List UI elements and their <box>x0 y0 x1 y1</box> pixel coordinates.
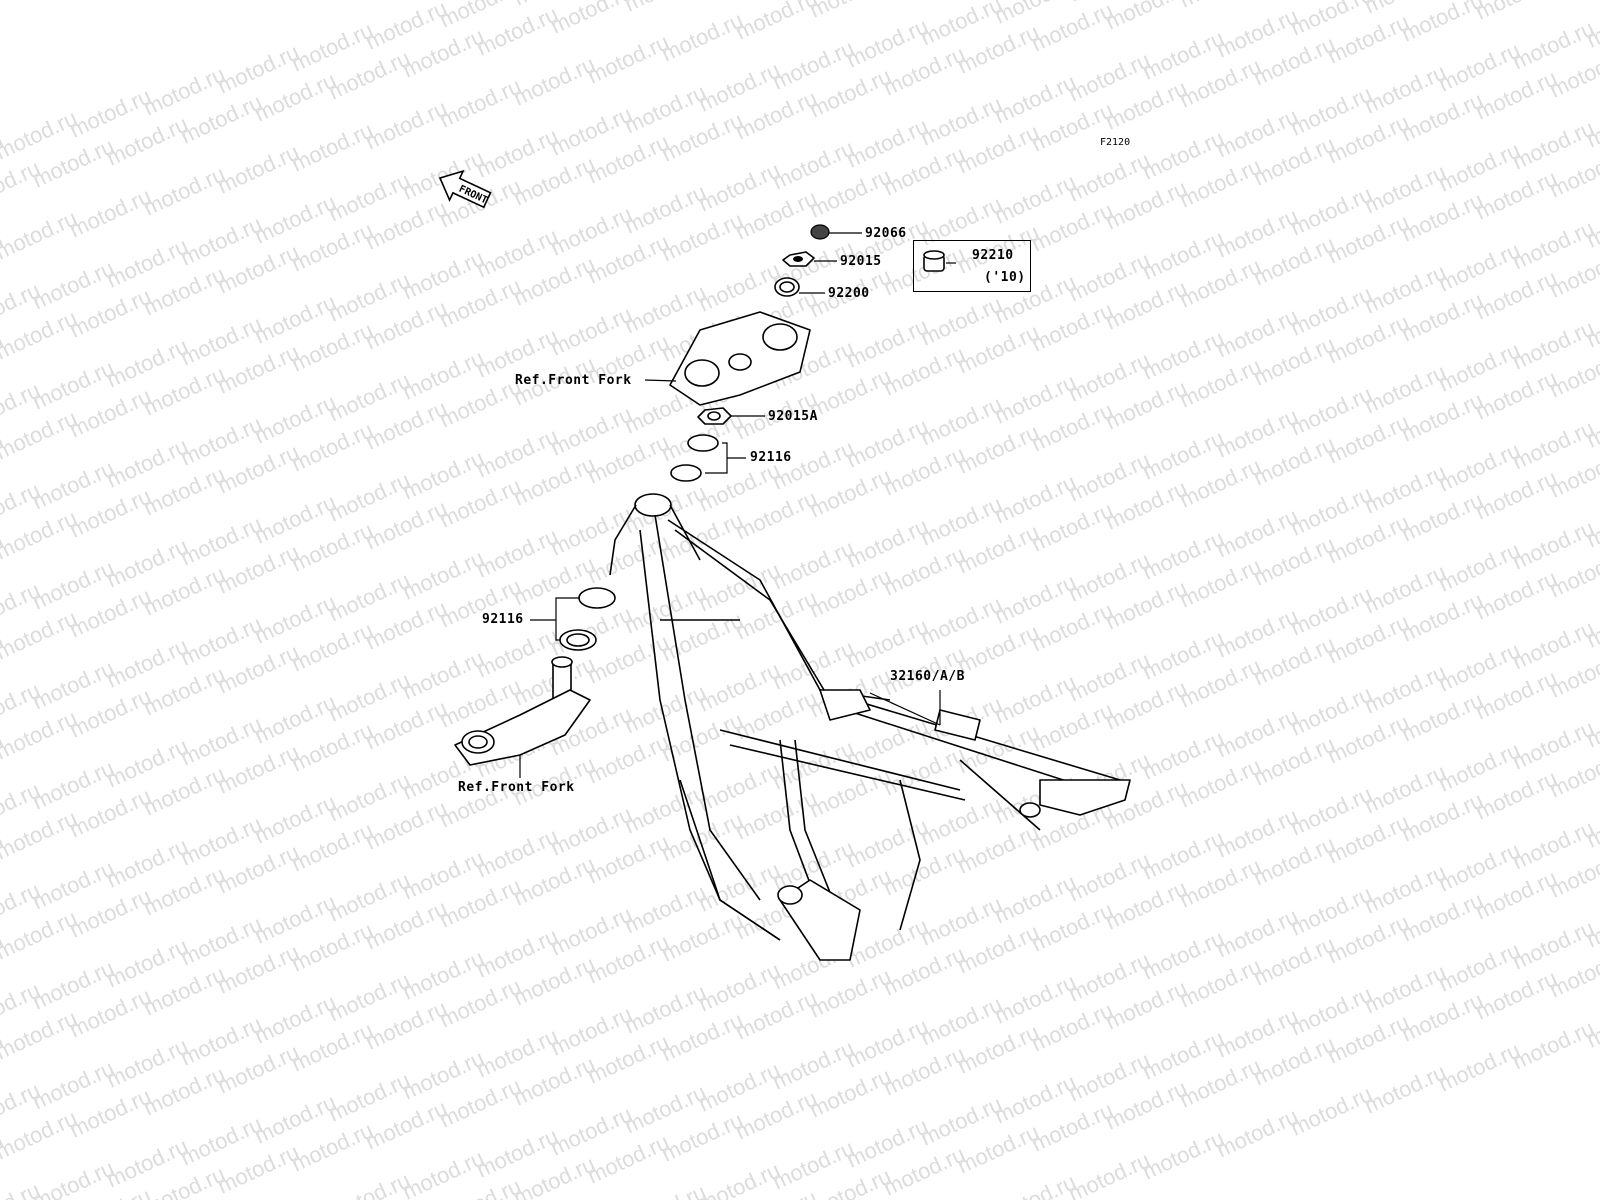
part-92200-washer <box>774 277 825 297</box>
watermark-text: motod.ru <box>510 51 599 110</box>
part-note-92210: ('10) <box>984 270 1026 285</box>
watermark-text: motod.ru <box>547 0 636 39</box>
part-92015a-nut <box>697 407 765 425</box>
watermark-text: motod.ru <box>1213 1103 1302 1162</box>
watermark-text: motod.ru <box>140 161 229 220</box>
watermark-text: motod.ru <box>1546 0 1600 3</box>
watermark-text: motod.ru <box>1176 0 1265 13</box>
frame-32160 <box>609 493 1131 961</box>
watermark-text: motod.ru <box>1361 1059 1450 1118</box>
watermark-text: motod.ru <box>214 139 303 198</box>
watermark-text: motod.ru <box>1472 0 1561 25</box>
watermark-text: motod.ru <box>658 7 747 66</box>
watermark-text: motod.ru <box>1139 1125 1228 1184</box>
watermark-text: motod.ru <box>362 95 451 154</box>
part-label-92116-lower: 92116 <box>482 612 524 627</box>
watermark-text: motod.ru <box>29 1155 118 1200</box>
watermark-text: motod.ru <box>1435 1037 1524 1096</box>
watermark-text: motod.ru <box>806 0 895 23</box>
part-label-92015a: 92015A <box>768 409 818 424</box>
part-92116-bearing-upper <box>670 434 746 482</box>
watermark-text: motod.ru <box>880 0 969 1</box>
watermark-text: motod.ru <box>732 0 821 45</box>
part-label-92210: 92210 <box>972 248 1014 263</box>
watermark-text: motod.ru <box>288 117 377 176</box>
part-92210-box: 92210 ('10) <box>913 240 1031 292</box>
part-label-32160: 32160/A/B <box>890 669 965 684</box>
ref-front-fork-lower: Ref.Front Fork <box>458 780 575 795</box>
part-label-92066: 92066 <box>865 226 907 241</box>
watermark-text: motod.ru <box>66 183 155 242</box>
watermark-text: motod.ru <box>1509 1015 1598 1074</box>
ref-front-fork-upper: Ref.Front Fork <box>515 373 632 388</box>
diagram-code: F2120 <box>1100 137 1131 148</box>
part-label-92116-upper: 92116 <box>750 450 792 465</box>
watermark-text: motod.ru <box>621 0 710 17</box>
watermark-text: motod.ru <box>1287 1081 1376 1140</box>
watermark-text: motod.ru <box>1102 0 1191 35</box>
watermark-text: motod.ru <box>584 29 673 88</box>
part-label-92015: 92015 <box>840 254 882 269</box>
lower-triple-clamp <box>454 656 591 778</box>
watermark-text: motod.ru <box>0 205 81 264</box>
watermark-text: motod.ru <box>1065 1147 1154 1200</box>
part-92116-bearing-lower <box>530 587 616 651</box>
part-92066-nut <box>810 224 862 240</box>
part-92210-cap-icon <box>923 250 956 272</box>
watermark-text: motod.ru <box>436 73 525 132</box>
part-label-92200: 92200 <box>828 286 870 301</box>
upper-triple-clamp <box>644 311 811 406</box>
watermark-text: motod.ru <box>695 1157 784 1200</box>
part-92015-nut <box>782 251 837 267</box>
